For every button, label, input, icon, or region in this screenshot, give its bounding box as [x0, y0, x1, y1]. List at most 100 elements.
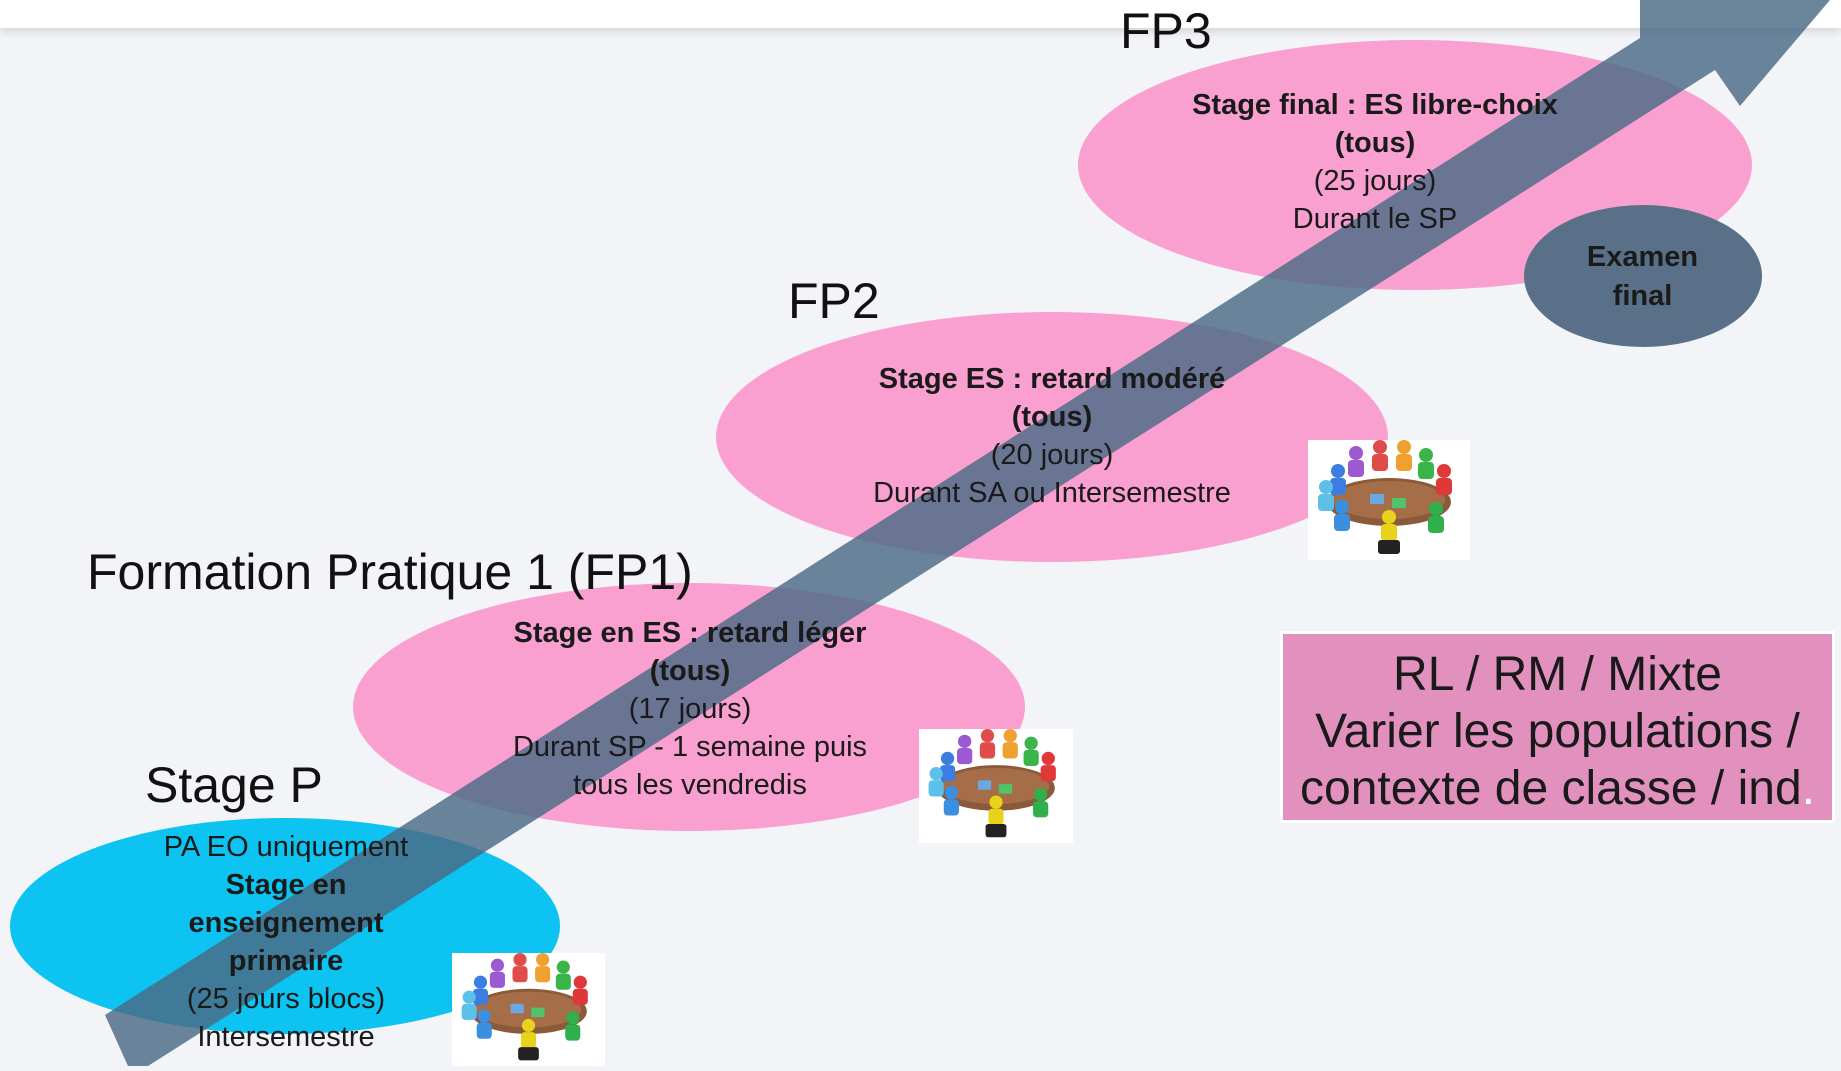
person-body: [1033, 801, 1049, 818]
description-line: (tous): [1334, 127, 1416, 159]
person-body: [988, 808, 1004, 825]
person-body: [1396, 454, 1412, 471]
puzzle-piece: [510, 1003, 524, 1014]
heading-fp3: FP3: [1120, 3, 1212, 59]
person-head: [477, 1009, 491, 1023]
person-head: [521, 1018, 536, 1033]
person-body: [1023, 749, 1039, 767]
person-body: [957, 748, 973, 765]
heading-fp1: Formation Pratique 1 (FP1): [87, 544, 693, 600]
person-head: [536, 953, 550, 967]
person-head: [1319, 480, 1333, 494]
person-head: [1003, 729, 1017, 743]
description-line: Intersemestre: [197, 1021, 375, 1053]
description-line: (tous): [1011, 401, 1093, 433]
person-body: [1436, 478, 1452, 495]
person-body: [472, 988, 489, 1005]
person-body: [979, 742, 996, 759]
person-head: [1437, 464, 1451, 478]
person-body: [939, 765, 956, 782]
description-line: (25 jours blocs): [186, 983, 386, 1015]
person-body: [1002, 742, 1018, 759]
puzzle-piece: [1370, 494, 1384, 504]
person-head: [513, 953, 527, 967]
description-line: tous les vendredis: [573, 769, 807, 801]
person-head: [556, 960, 570, 974]
person-body: [476, 1022, 492, 1039]
puzzle-piece: [977, 780, 992, 790]
person-body: [1428, 516, 1444, 533]
note-line-3: contexte de classe / ind.: [1300, 762, 1815, 815]
description-line: Durant SP - 1 semaine puis: [512, 731, 868, 763]
person-body: [489, 971, 505, 988]
person-head: [980, 729, 995, 743]
person-body: [1381, 524, 1397, 541]
description-line: primaire: [228, 945, 344, 977]
puzzle-piece: [998, 784, 1013, 794]
heading-fp2: FP2: [788, 273, 880, 329]
person-body: [572, 988, 588, 1005]
description-line: PA EO uniquement: [163, 831, 409, 863]
person-body: [928, 780, 944, 797]
person-head: [490, 958, 505, 972]
description-line: Stage en: [225, 869, 347, 901]
person-head: [1373, 440, 1387, 454]
description-line: (tous): [649, 655, 731, 687]
person-head: [929, 767, 943, 781]
person-body: [1372, 454, 1388, 471]
meeting-table-icon: [452, 953, 605, 1066]
person-body: [565, 1024, 581, 1041]
fp3-description: Stage final : ES libre-choix(tous)(25 jo…: [1080, 86, 1670, 238]
person-body: [520, 1032, 537, 1049]
person-body: [1348, 460, 1364, 477]
person-head: [1331, 464, 1345, 478]
person-head: [1429, 502, 1443, 516]
person-body: [1040, 765, 1056, 782]
description-line: Stage ES : retard modéré: [878, 363, 1226, 395]
description-line: (20 jours): [990, 439, 1114, 471]
person-head: [1419, 448, 1433, 462]
person-head: [473, 975, 488, 989]
person-body: [535, 966, 551, 983]
chair: [985, 824, 1007, 838]
person-body: [1318, 494, 1334, 511]
person-head: [1349, 446, 1363, 460]
person-head: [940, 751, 955, 766]
person-body: [512, 966, 528, 983]
person-head: [1024, 736, 1038, 750]
person-body: [943, 799, 959, 816]
person-body: [1330, 478, 1346, 495]
person-head: [1397, 440, 1411, 454]
description-line: (17 jours): [628, 693, 752, 725]
person-body: [1334, 514, 1350, 531]
description-line: enseignement: [188, 907, 384, 939]
person-head: [1335, 500, 1349, 514]
note-line-2: Varier les populations /: [1315, 705, 1800, 758]
description-line: Stage final : ES libre-choix: [1192, 89, 1558, 121]
exam-ellipse: [1524, 205, 1762, 347]
table-surface: [1333, 481, 1445, 519]
person-head: [944, 786, 958, 800]
person-head: [989, 795, 1003, 809]
person-head: [1382, 510, 1396, 524]
person-head: [462, 990, 476, 1004]
puzzle-piece: [531, 1007, 545, 1018]
person-body: [1418, 462, 1434, 479]
fp1-description: Stage en ES : retard léger (tous) (17 jour…: [400, 614, 980, 804]
person-body: [461, 1003, 477, 1020]
note-box: RL / RM / Mixte Varier les populations /…: [1280, 631, 1835, 823]
description-line: Stage en ES : retard léger: [513, 617, 867, 649]
person-head: [566, 1011, 580, 1025]
exam-label: Examen final: [1586, 241, 1699, 312]
description-line: Durant le SP: [1292, 203, 1458, 235]
heading-stage-p: Stage P: [145, 757, 323, 813]
table-surface: [475, 991, 582, 1028]
person-head: [958, 734, 972, 748]
note-line-1: RL / RM / Mixte: [1393, 648, 1722, 701]
meeting-table-icon: [919, 729, 1073, 843]
puzzle-piece: [1392, 498, 1406, 508]
top-bar: [0, 0, 1841, 28]
description-line: Durant SA ou Intersemestre: [873, 477, 1231, 509]
